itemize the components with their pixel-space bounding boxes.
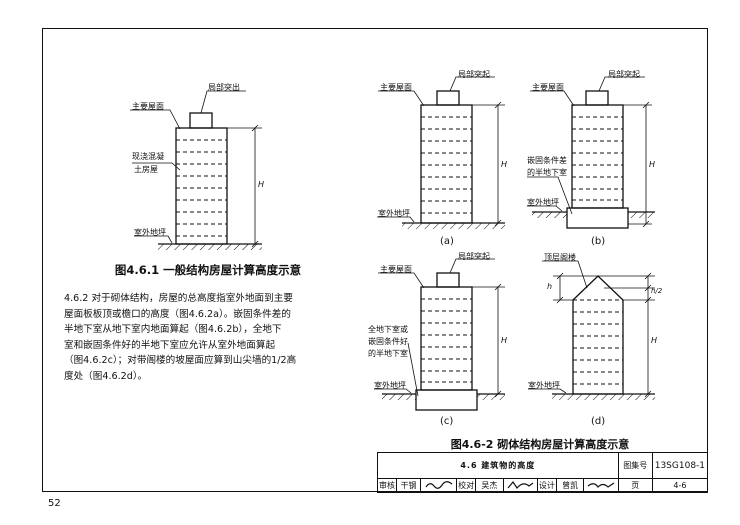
panel-a-ground	[402, 222, 505, 229]
panel-a-leaders	[377, 76, 495, 223]
fig461-concrete-label-line1: 现浇混凝	[132, 152, 164, 161]
figure-461-leaders	[130, 90, 246, 244]
panel-b-building	[566, 90, 629, 229]
panel-c-main-roof-label: 主要屋面	[380, 265, 412, 274]
panel-c-building	[415, 272, 478, 411]
page-code: 4-6	[651, 478, 709, 493]
figure-461-building	[175, 112, 228, 245]
fig461-outdoor-ground-label: 室外地坪	[134, 228, 166, 237]
panel-a-dimension	[472, 101, 505, 227]
panel-b-local-protrusion-label: 局部突起	[608, 70, 640, 79]
panel-b-basement-label-line2: 的半地下室	[527, 168, 567, 177]
fig461-main-roof-label: 主要屋面	[132, 102, 164, 111]
clause-4-6-2-text: 4.6.2 对于砌体结构，房屋的总高度指室外地面到主要 屋面板板顶或檐口的高度（…	[64, 291, 362, 384]
clause-line: 屋面板板顶或檐口的高度（图4.6.2a）。嵌固条件差的	[64, 308, 291, 320]
title-block: 4.6 建筑物的高度 图集号 13SG108-1 审核 干钢 校对 吴杰 设计 …	[376, 452, 709, 493]
panel-a-building	[420, 90, 473, 224]
page-number: 52	[48, 498, 61, 509]
panel-d-dimensions	[553, 272, 655, 398]
panel-c-leaders	[374, 258, 495, 397]
design-label: 设计	[536, 478, 557, 493]
design-signature	[583, 478, 619, 493]
panel-d-h-mark: h	[547, 282, 553, 291]
page-label: 页	[617, 478, 653, 493]
check-name: 吴杰	[475, 478, 504, 493]
panel-d-building	[572, 275, 624, 395]
panel-a-height-mark: H	[501, 160, 508, 169]
drawing-frame	[42, 28, 708, 492]
panel-d-ground	[552, 393, 655, 400]
panel-b-outdoor-ground-label: 室外地坪	[527, 198, 559, 207]
fig461-concrete-label-line2: 土房屋	[134, 165, 158, 174]
check-signature	[502, 478, 538, 493]
clause-line: 4.6.2 对于砌体结构，房屋的总高度指室外地面到主要	[64, 293, 293, 304]
review-label: 审核	[376, 478, 398, 493]
panel-b-main-roof-label: 主要屋面	[532, 83, 564, 92]
atlas-number-label: 图集号	[617, 452, 653, 479]
panel-c-outdoor-ground-label: 室外地坪	[374, 381, 406, 390]
panel-c-basement-label-line1: 全地下室或	[368, 325, 408, 334]
panel-d-tag: (d)	[591, 416, 606, 427]
panel-d-half-h-mark: h/2	[651, 287, 663, 295]
clause-line: 室和嵌固条件好的半地下室应允许从室外地面算起	[64, 339, 276, 351]
check-signature-mark	[507, 480, 534, 489]
panel-b-basement-label-line1: 嵌固条件差	[527, 156, 567, 165]
panel-a-tag: (a)	[440, 236, 454, 247]
panel-c-ground	[382, 393, 505, 400]
clause-line: 半地下室从地下室内地面算起（图4.6.2b），全地下	[64, 324, 282, 335]
panel-d-outdoor-ground-label: 室外地坪	[528, 381, 560, 390]
panel-a-main-roof-label: 主要屋面	[380, 83, 412, 92]
panel-c-tag: (c)	[440, 416, 454, 427]
panel-d-attic-label: 顶层阁楼	[544, 253, 576, 262]
atlas-number: 13SG108-1	[651, 452, 709, 479]
figure-461-ground	[158, 243, 262, 250]
panel-b-ground	[532, 211, 655, 218]
panel-b-tag: (b)	[591, 236, 606, 247]
panel-c-basement-label-line3: 的半地下室	[368, 349, 408, 358]
design-name: 曾凯	[555, 478, 585, 493]
panel-a-local-protrusion-label: 局部突起	[458, 70, 490, 79]
panel-b-height-mark: H	[649, 160, 656, 169]
fig461-local-protrusion-label: 局部突出	[208, 83, 240, 92]
panel-d-height-mark: H	[651, 336, 658, 345]
figure-462-caption: 图4.6-2 砌体结构房屋计算高度示意	[450, 438, 630, 451]
figure-461-caption: 图4.6.1 一般结构房屋计算高度示意	[114, 263, 302, 277]
clause-line: （图4.6.2c）；对带阁楼的坡屋面应算到山尖墙的1/2高	[64, 355, 297, 366]
panel-c-basement-label-line2: 嵌固条件好	[368, 337, 408, 346]
review-name: 干钢	[396, 478, 422, 493]
panel-b-leaders	[527, 76, 645, 215]
panel-c-dimension	[472, 283, 505, 398]
panel-c-local-protrusion-label: 局部突起	[458, 252, 490, 261]
review-signature	[420, 478, 458, 493]
panel-c-height-mark: H	[501, 336, 508, 345]
fig461-height-mark: H	[258, 180, 265, 189]
panel-b-dimension	[623, 101, 652, 228]
design-signature-mark	[587, 482, 615, 488]
panel-a-outdoor-ground-label: 室外地坪	[378, 209, 410, 218]
review-signature-mark	[425, 480, 452, 489]
panel-d-leaders	[528, 260, 588, 394]
clause-line: 度处（图4.6.2d）。	[64, 370, 148, 382]
figure-461-dimension	[227, 124, 262, 248]
check-label: 校对	[456, 478, 477, 493]
title-block-title: 4.6 建筑物的高度	[377, 452, 619, 479]
